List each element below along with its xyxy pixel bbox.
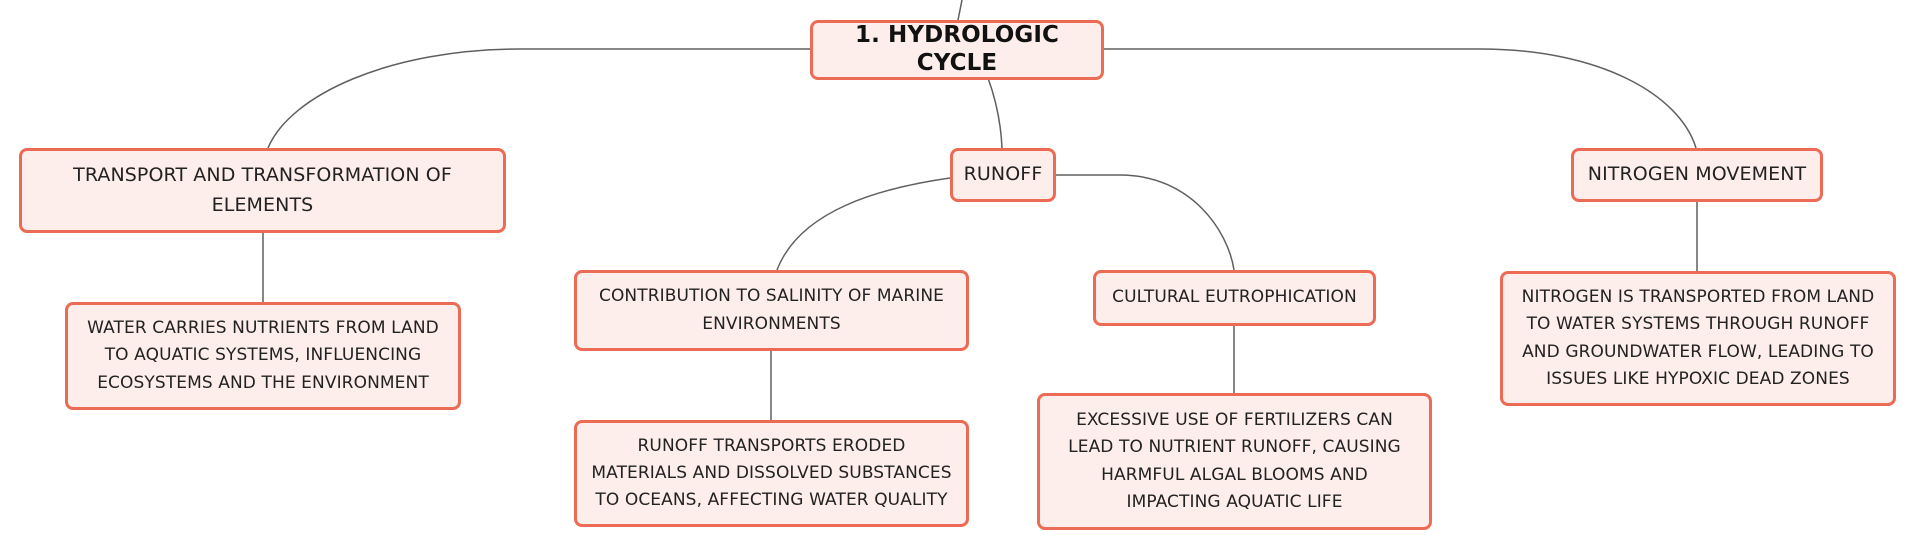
eutrophication-detail-node[interactable]: EXCESSIVE USE OF FERTILIZERS CAN LEAD TO… xyxy=(1037,393,1432,530)
runoff-node-label: RUNOFF xyxy=(963,163,1043,186)
salinity-node-label: CONTRIBUTION TO SALINITY OF MARINE ENVIR… xyxy=(598,286,945,334)
transport-detail-node[interactable]: WATER CARRIES NUTRIENTS FROM LAND TO AQU… xyxy=(65,302,461,410)
transport-node[interactable]: TRANSPORT AND TRANSFORMATION OF ELEMENTS xyxy=(19,148,506,233)
nitrogen-node[interactable]: NITROGEN MOVEMENT xyxy=(1571,148,1823,202)
connector-runoff-to-eutrophication xyxy=(1055,174,1235,271)
eutrophication-detail-text: EXCESSIVE USE OF FERTILIZERS CAN LEAD TO… xyxy=(1068,410,1401,512)
eutrophication-node[interactable]: CULTURAL EUTROPHICATION xyxy=(1093,270,1376,326)
connector-root-to-nitrogen xyxy=(1103,48,1697,149)
nitrogen-detail-node[interactable]: NITROGEN IS TRANSPORTED FROM LAND TO WAT… xyxy=(1500,271,1896,406)
connector-root-to-runoff xyxy=(987,77,1003,149)
connector-root-to-transport xyxy=(267,48,810,149)
connector-parent-to-root xyxy=(957,0,963,21)
salinity-detail-node[interactable]: RUNOFF TRANSPORTS ERODED MATERIALS AND D… xyxy=(574,420,969,527)
transport-node-label: TRANSPORT AND TRANSFORMATION OF ELEMENTS xyxy=(73,164,452,216)
salinity-node[interactable]: CONTRIBUTION TO SALINITY OF MARINE ENVIR… xyxy=(574,270,969,351)
eutrophication-node-label: CULTURAL EUTROPHICATION xyxy=(1112,287,1357,308)
salinity-detail-text: RUNOFF TRANSPORTS ERODED MATERIALS AND D… xyxy=(591,435,952,511)
root-node-label: 1. HYDROLOGIC CYCLE xyxy=(854,22,1059,76)
runoff-node[interactable]: RUNOFF xyxy=(950,148,1056,202)
root-node[interactable]: 1. HYDROLOGIC CYCLE xyxy=(810,20,1104,80)
connector-runoff-to-salinity xyxy=(776,177,951,271)
nitrogen-detail-text: NITROGEN IS TRANSPORTED FROM LAND TO WAT… xyxy=(1521,287,1875,389)
transport-detail-text: WATER CARRIES NUTRIENTS FROM LAND TO AQU… xyxy=(87,318,439,393)
nitrogen-node-label: NITROGEN MOVEMENT xyxy=(1587,163,1807,186)
